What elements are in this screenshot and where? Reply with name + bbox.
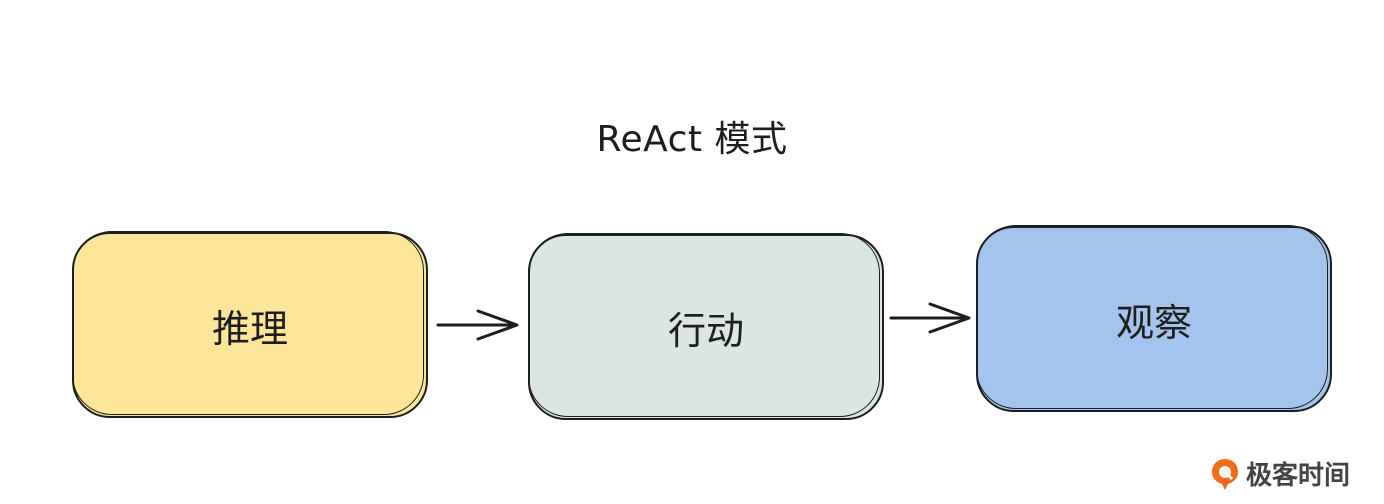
arrow-reason-to-act: [436, 309, 519, 341]
node-observe-label: 观察: [1115, 300, 1192, 345]
watermark-text: 极客时间: [1246, 461, 1351, 491]
watermark: 极客时间: [1210, 455, 1350, 492]
node-observe: 观察: [976, 225, 1332, 412]
diagram-title: ReAct 模式: [596, 119, 788, 160]
node-reason: 推理: [72, 231, 428, 418]
node-act-label: 行动: [667, 308, 744, 353]
arrow-act-to-observe: [889, 302, 971, 334]
node-reason-label: 推理: [211, 306, 288, 351]
geektime-logo-icon: [1212, 458, 1238, 490]
node-act: 行动: [528, 233, 884, 420]
